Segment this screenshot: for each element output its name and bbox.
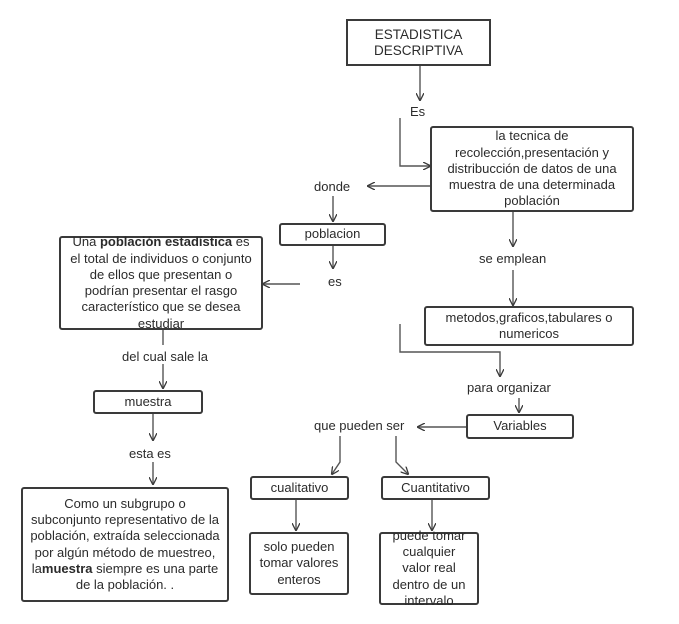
metodos-node: metodos,graficos,tabulares o numericos xyxy=(424,306,634,346)
link-label-esta-es: esta es xyxy=(128,446,172,461)
muestra-definition-bold: muestra xyxy=(41,560,93,576)
poblacion-definition-bold: población estadística xyxy=(99,234,233,250)
link-label-del-cual: del cual sale la xyxy=(121,349,209,364)
link-label-es: Es xyxy=(409,104,427,119)
poblacion-text: poblacion xyxy=(304,226,361,242)
muestra-definition-node: Como un subgrupo o subconjunto represent… xyxy=(21,487,229,602)
poblacion-node: poblacion xyxy=(279,223,386,246)
variables-text: Variables xyxy=(493,418,547,434)
link-label-que-pueden-ser: que pueden ser xyxy=(313,418,406,433)
definition-text: la tecnica de recolección,presentación y… xyxy=(447,128,617,209)
poblacion-definition-text: Una población estadística es el total de… xyxy=(70,234,252,331)
muestra-definition-text: Como un subgrupo o subconjunto represent… xyxy=(30,495,220,592)
link-label-es-2: es xyxy=(327,274,343,289)
cuantitativo-definition-node: puede tomar cualquier valor real dentro … xyxy=(379,528,479,608)
title-text: ESTADISTICA DESCRIPTIVA xyxy=(373,26,463,58)
cuantitativo-definition-text: puede tomar cualquier valor real dentro … xyxy=(392,527,466,608)
cuantitativo-text: Cuantitativo xyxy=(401,479,470,495)
variables-node: Variables xyxy=(466,414,574,439)
cualitativo-definition-text: solo pueden tomar valores enteros xyxy=(259,539,339,587)
cualitativo-definition-node: solo pueden tomar valores enteros xyxy=(249,532,349,595)
cualitativo-text: cualitativo xyxy=(270,479,329,495)
metodos-text: metodos,graficos,tabulares o numericos xyxy=(445,309,613,341)
link-label-para-organizar: para organizar xyxy=(466,380,552,395)
cuantitativo-node: Cuantitativo xyxy=(381,476,490,500)
link-label-se-emplean: se emplean xyxy=(478,251,548,266)
cualitativo-node: cualitativo xyxy=(250,476,349,500)
muestra-node: muestra xyxy=(93,390,203,414)
title-node: ESTADISTICA DESCRIPTIVA xyxy=(346,19,491,66)
definition-node: la tecnica de recolección,presentación y… xyxy=(430,126,634,212)
poblacion-definition-node: Una población estadística es el total de… xyxy=(59,234,263,331)
muestra-text: muestra xyxy=(124,393,172,409)
link-label-donde: donde xyxy=(313,179,352,194)
